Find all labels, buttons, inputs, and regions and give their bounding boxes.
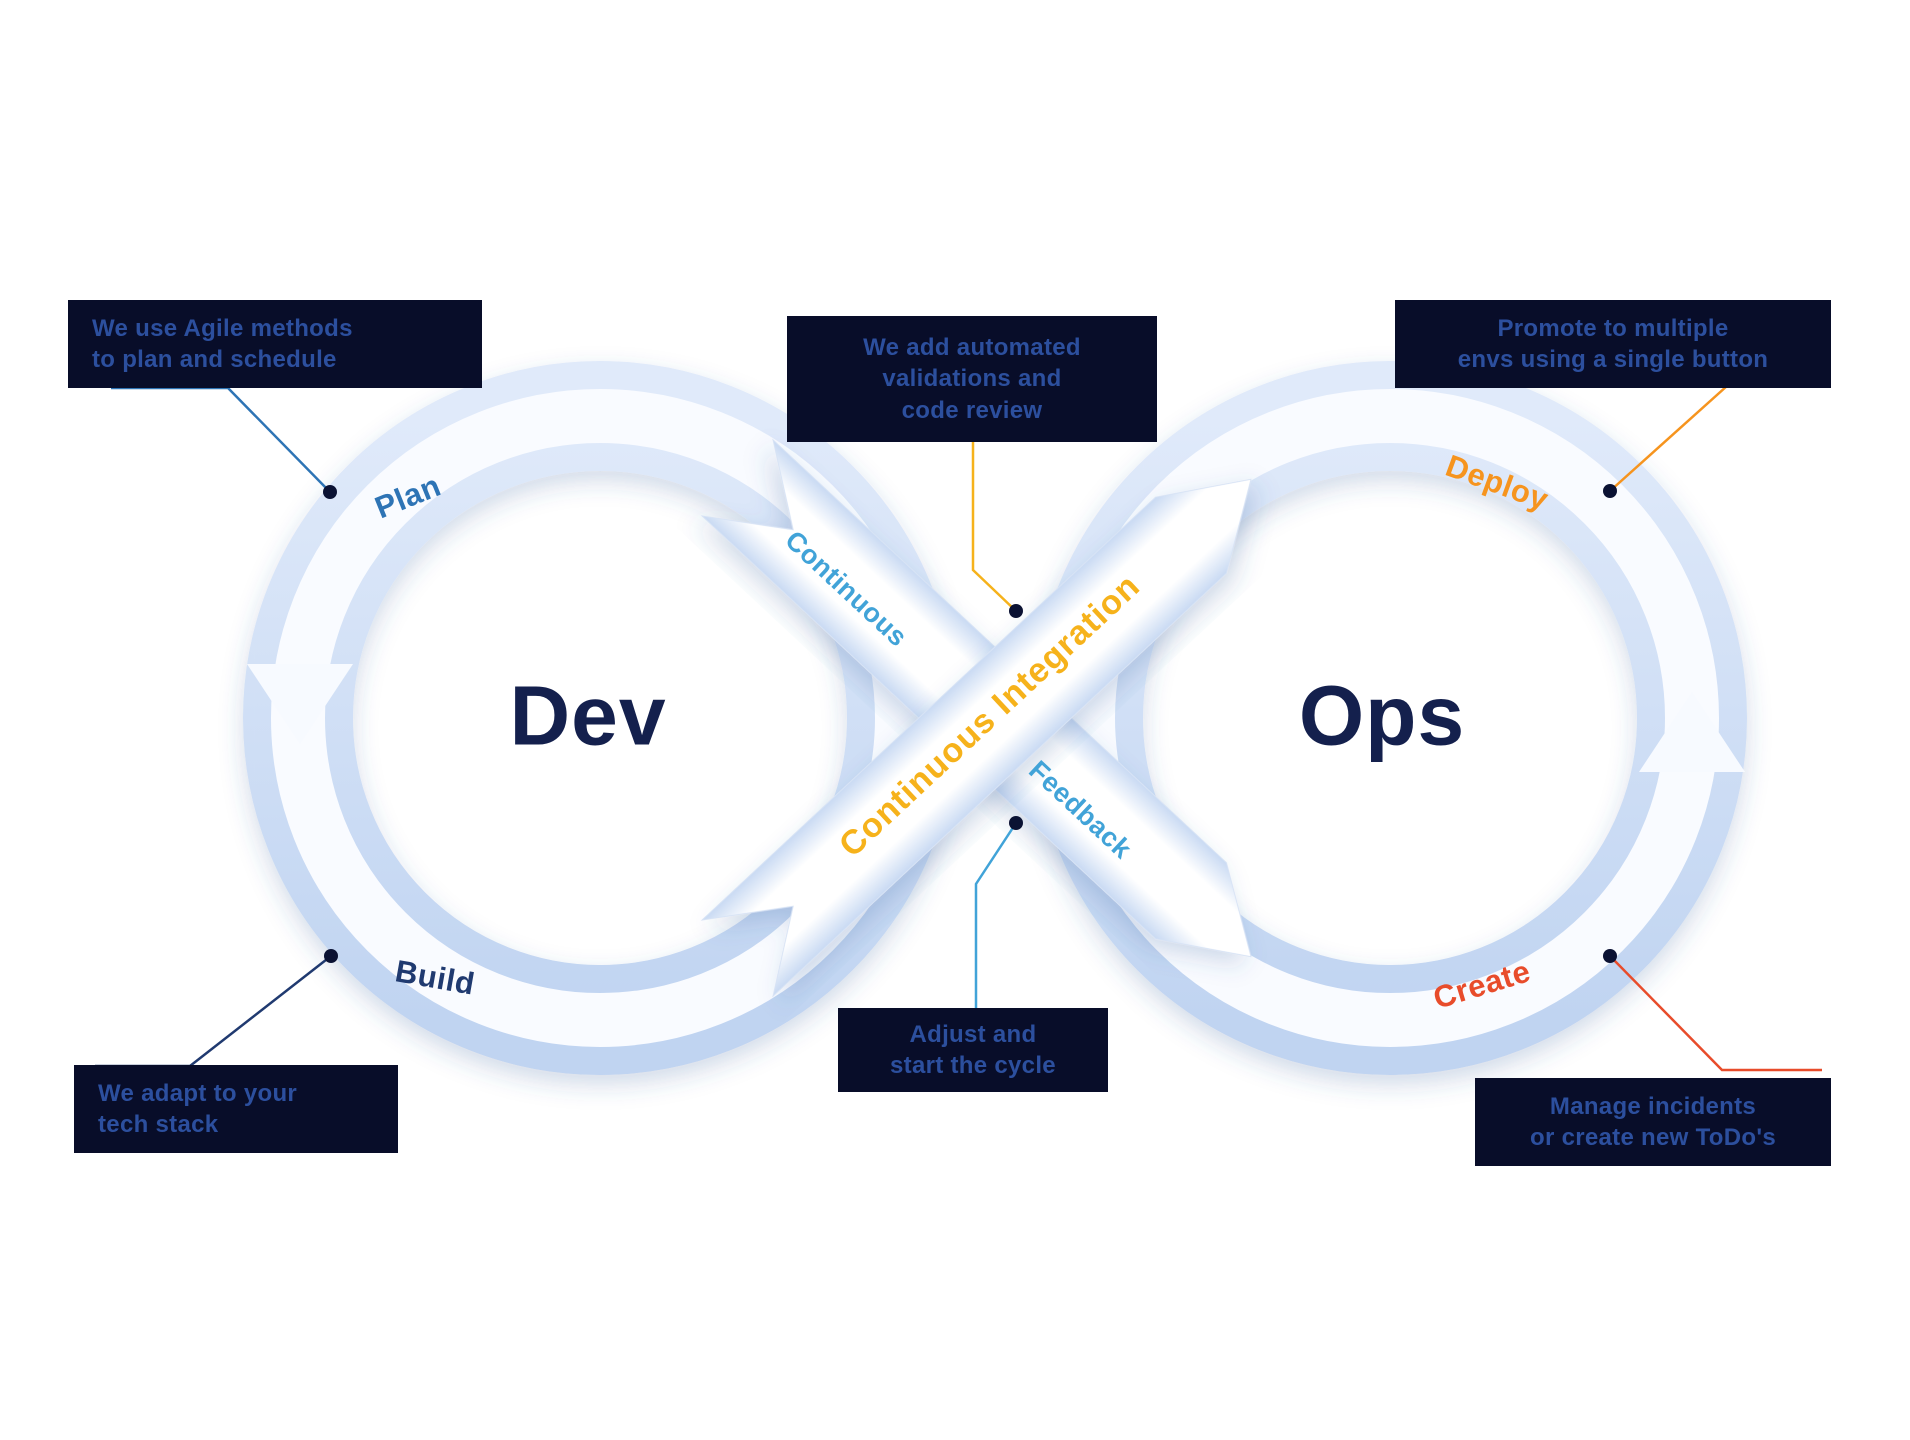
ops-loop-ring: [1033, 361, 1747, 1075]
connector-adapt: [95, 955, 332, 1068]
connector-validations: [971, 440, 1017, 612]
anchor-dot-incidents: [1603, 949, 1617, 963]
callout-tech-stack: We adapt to your tech stack: [74, 1065, 398, 1153]
connector-plan: [111, 386, 331, 493]
anchor-dot-promote: [1603, 484, 1617, 498]
anchor-dot-adjust: [1009, 816, 1023, 830]
ops-loop-flow-chevron-icon: [1639, 692, 1745, 772]
callout-automated-validations: We add automated validations and code re…: [787, 316, 1157, 442]
continuous-integration-band: [700, 478, 1252, 998]
anchor-dots: [323, 484, 1617, 963]
dev-loop-flow-chevron-icon: [247, 664, 353, 744]
connector-incidents: [1609, 955, 1822, 1072]
anchor-dot-adapt: [324, 949, 338, 963]
callout-promote-envs: Promote to multiple envs using a single …: [1395, 300, 1831, 388]
dev-loop-ring: [243, 361, 957, 1075]
dev-title: Dev: [509, 668, 667, 763]
callout-manage-incidents: Manage incidents or create new ToDo's: [1475, 1078, 1831, 1166]
anchor-dot-plan: [323, 485, 337, 499]
connector-adjust: [974, 822, 1018, 1009]
callout-agile-methods: We use Agile methods to plan and schedul…: [68, 300, 482, 388]
anchor-dot-validations: [1009, 604, 1023, 618]
callout-adjust-cycle: Adjust and start the cycle: [838, 1008, 1108, 1092]
ops-title: Ops: [1298, 668, 1466, 763]
